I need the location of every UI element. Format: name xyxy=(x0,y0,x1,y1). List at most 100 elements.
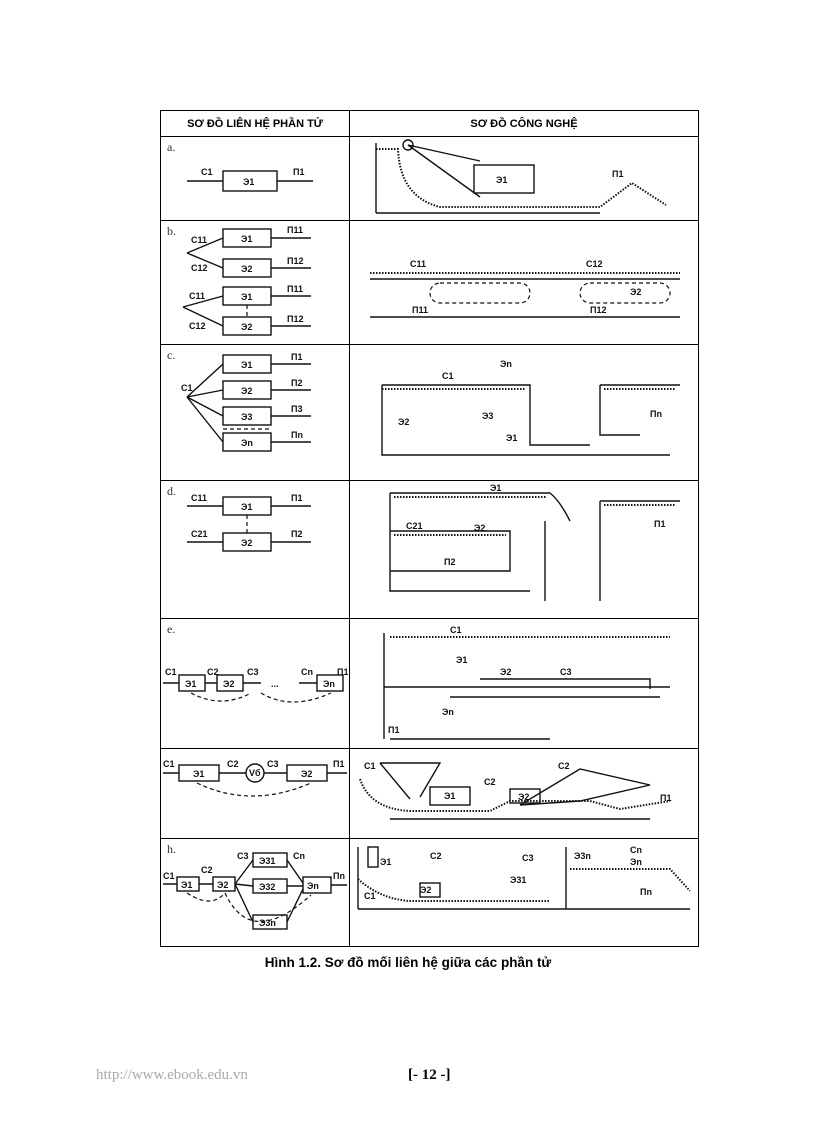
diagram-label: П12 xyxy=(590,305,606,315)
diagram-shape xyxy=(379,762,651,820)
diagram-shape xyxy=(376,148,667,208)
diagram-label: С1 xyxy=(364,891,376,901)
diagram-label: С1 xyxy=(163,759,175,769)
diagram-label: П1 xyxy=(291,352,302,362)
diagram-label: П1 xyxy=(333,759,344,769)
diagram-label: С2 xyxy=(484,777,496,787)
diagram-label: С21 xyxy=(406,521,423,531)
row-letter: h. xyxy=(167,842,176,856)
diagram-shape xyxy=(187,505,311,543)
diagram-label: С1 xyxy=(364,761,376,771)
diagram-shape xyxy=(419,882,441,898)
diagram-label: Эn xyxy=(630,857,642,867)
diagram-label: Пn xyxy=(650,409,662,419)
diagram-label: С11 xyxy=(191,493,207,503)
diagram-shape xyxy=(407,144,481,198)
diagram-label: Сn xyxy=(301,667,313,677)
diagram-label: С11 xyxy=(189,291,205,301)
diagram-shape xyxy=(381,384,680,456)
figure-caption: Hình 1.2. Sơ đồ mối liên hệ giữa các phầ… xyxy=(264,955,552,970)
diagram-shape xyxy=(429,786,471,806)
footer-url[interactable]: http://www.ebook.edu.vn xyxy=(96,1067,248,1083)
header-element-scheme: SƠ ĐỒ LIÊN HỆ PHẦN TỬ xyxy=(160,110,350,137)
diagram-label: С1 xyxy=(450,625,462,635)
diagram-label: Эn xyxy=(307,881,319,891)
diagram-label: Э3 xyxy=(241,412,252,422)
diagram-label: П1 xyxy=(612,169,623,179)
diagram-label: С1 xyxy=(181,383,193,393)
diagram-label: С11 xyxy=(410,259,426,269)
diagram-label: Э1 xyxy=(241,502,252,512)
diagram-label: С3 xyxy=(522,853,534,863)
diagram-label: Э2 xyxy=(241,322,252,332)
diagram-shape xyxy=(367,846,379,868)
diagram-shape xyxy=(196,782,312,797)
diagram-label: П1 xyxy=(388,725,399,735)
diagram-label: Э2 xyxy=(518,792,529,802)
diagram-label: П2 xyxy=(444,557,455,567)
diagram-label: С1 xyxy=(163,871,175,881)
diagram-label: С1 xyxy=(165,667,177,677)
diagram-label: Э1 xyxy=(185,679,196,689)
diagram-label: Сn xyxy=(630,845,642,855)
diagram-shape xyxy=(394,496,676,536)
diagram-label: Э2 xyxy=(474,523,485,533)
diagram-label: Э2 xyxy=(217,880,228,890)
diagram-label: П3 xyxy=(291,404,302,414)
diagram-shape xyxy=(370,278,680,318)
diagram-label: Пn xyxy=(640,887,652,897)
diagram-label: Э2 xyxy=(241,386,252,396)
diagram-label: Эn xyxy=(442,707,454,717)
diagram-label: П1 xyxy=(293,167,304,177)
diagram-label: П11 xyxy=(412,305,428,315)
diagram-label: Эn xyxy=(241,438,253,448)
diagram-label: Э1 xyxy=(456,655,467,665)
row-letter: d. xyxy=(167,484,176,498)
diagram-label: С2 xyxy=(430,851,442,861)
diagram-label: С1 xyxy=(442,371,454,381)
header-technology-scheme: SƠ ĐỒ CÔNG NGHỆ xyxy=(349,110,699,137)
row-letter: b. xyxy=(167,224,176,238)
diagram-label: П1 xyxy=(660,793,671,803)
diagram-shape xyxy=(509,788,541,804)
diagram-label: С2 xyxy=(207,667,219,677)
diagram-shape xyxy=(579,282,671,304)
diagram-label: Э1 xyxy=(241,292,252,302)
diagram-shape xyxy=(163,859,347,923)
diagram-label: Э1 xyxy=(181,880,192,890)
diagram-label: Э3n xyxy=(259,918,276,928)
diagram-label: П1 xyxy=(654,519,665,529)
diagram-label: Э2 xyxy=(500,667,511,677)
diagram-label: Э31 xyxy=(259,856,275,866)
diagram-shape xyxy=(359,778,671,812)
diagram-label: Э2 xyxy=(398,417,409,427)
diagram-label: П11 xyxy=(287,284,303,294)
diagram-label: Э2 xyxy=(630,287,641,297)
diagram-label: С1 xyxy=(201,167,213,177)
diagram-label: П11 xyxy=(287,225,303,235)
diagram-label: С12 xyxy=(189,321,206,331)
diagram-label: С12 xyxy=(586,259,603,269)
diagram-label: Э2 xyxy=(241,264,252,274)
diagram-label: Э1 xyxy=(444,791,455,801)
table-header: SƠ ĐỒ LIÊN HỆ PHẦN TỬ SƠ ĐỒ CÔNG NGHỆ xyxy=(160,110,699,137)
diagram-label: Э1 xyxy=(380,857,391,867)
diagram-shape xyxy=(271,237,311,327)
diagram-label: П12 xyxy=(287,256,303,266)
diagram-label: Э31 xyxy=(510,875,526,885)
diagram-shape xyxy=(389,492,680,601)
diagram-shape xyxy=(407,144,481,162)
figure-table: SƠ ĐỒ LIÊN HỆ PHẦN TỬ SƠ ĐỒ CÔNG NGHỆ a.… xyxy=(160,110,699,947)
